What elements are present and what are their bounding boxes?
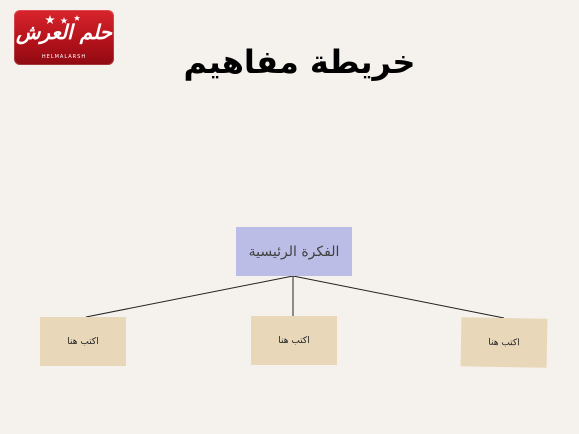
logo-subtitle: HELMALARSH — [41, 54, 87, 60]
subtopic-box-center[interactable]: اكتب هنا — [251, 316, 337, 365]
subtopic-box-left[interactable]: اكتب هنا — [40, 317, 126, 366]
connector-right — [292, 275, 505, 319]
connector-left — [85, 275, 294, 318]
logo-text: حلم العرش — [15, 20, 112, 44]
page-title: خريطة مفاهيم — [183, 43, 416, 81]
brand-logo: حلم العرش HELMALARSH — [14, 10, 114, 65]
main-idea-box[interactable]: الفكرة الرئيسية — [236, 227, 352, 276]
subtopic-box-right[interactable]: اكتب هنا — [460, 317, 548, 368]
stars-icon — [45, 15, 81, 24]
